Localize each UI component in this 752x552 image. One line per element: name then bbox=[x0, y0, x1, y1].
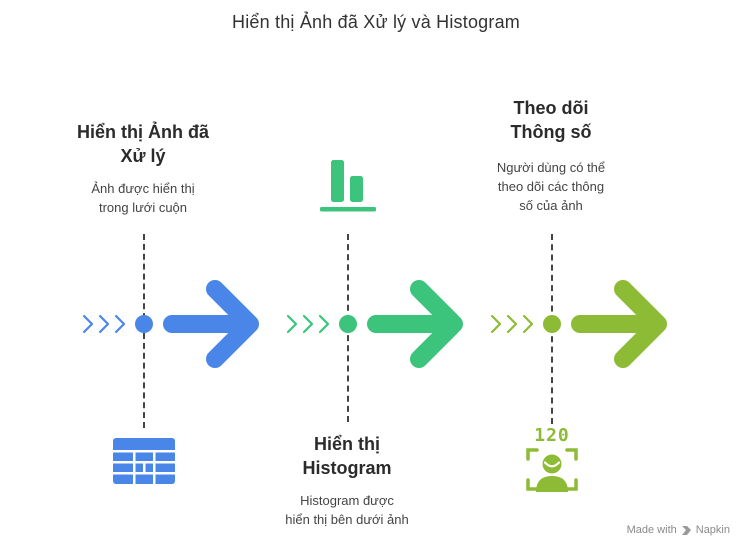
step-1-title-line-2: Xử lý bbox=[120, 146, 166, 166]
step-3-desc-line-1: Người dùng có thể bbox=[496, 160, 606, 175]
step-2-arrow bbox=[367, 280, 463, 368]
step-3-title: Theo dõi Thông số bbox=[451, 96, 651, 144]
step-1-desc-line-1: Ảnh được hiển thị bbox=[91, 181, 195, 196]
step-2-dot bbox=[339, 315, 357, 333]
step-3-dot bbox=[543, 315, 561, 333]
bar-chart-icon bbox=[320, 160, 376, 212]
step-3-chevrons bbox=[490, 314, 534, 334]
step-1-description: Ảnh được hiển thị trong lưới cuộn bbox=[43, 179, 243, 217]
counter-text: 120 bbox=[534, 425, 570, 446]
step-2-desc-line-2: hiển thị bên dưới ảnh bbox=[285, 512, 409, 527]
user-stats-icon: 120 bbox=[522, 426, 582, 494]
step-2-chevrons bbox=[286, 314, 330, 334]
step-1-title-line-1: Hiển thị Ảnh đã bbox=[77, 122, 209, 142]
step-3-desc-line-3: số của ảnh bbox=[519, 198, 583, 213]
step-2-desc-line-1: Histogram được bbox=[300, 493, 394, 508]
credit-made-with: Made with bbox=[626, 524, 677, 536]
page-title: Hiển thị Ảnh đã Xử lý và Histogram bbox=[232, 12, 520, 32]
step-2-description: Histogram được hiển thị bên dưới ảnh bbox=[247, 491, 447, 529]
step-3-title-line-1: Theo dõi bbox=[513, 98, 589, 118]
credit-brand: Napkin bbox=[695, 524, 730, 536]
step-3-description: Người dùng có thể theo dõi các thông số … bbox=[451, 158, 651, 215]
step-2-title-line-2: Histogram bbox=[302, 458, 392, 478]
user-frame-icon bbox=[526, 448, 578, 492]
grid-icon bbox=[113, 438, 175, 484]
napkin-logo-icon bbox=[681, 525, 691, 535]
step-1-title: Hiển thị Ảnh đã Xử lý bbox=[43, 120, 243, 168]
step-1-desc-line-2: trong lưới cuộn bbox=[98, 200, 188, 215]
step-2-title-line-1: Hiển thị bbox=[314, 434, 380, 454]
step-1-dot bbox=[135, 315, 153, 333]
step-3-title-line-2: Thông số bbox=[510, 122, 592, 142]
made-with-credit: Made with Napkin bbox=[627, 524, 730, 536]
step-3-arrow bbox=[571, 280, 667, 368]
step-1-chevrons bbox=[82, 314, 126, 334]
step-2-title: Hiển thị Histogram bbox=[247, 432, 447, 480]
step-1-arrow bbox=[163, 280, 259, 368]
step-3-desc-line-2: theo dõi các thông bbox=[497, 179, 605, 194]
